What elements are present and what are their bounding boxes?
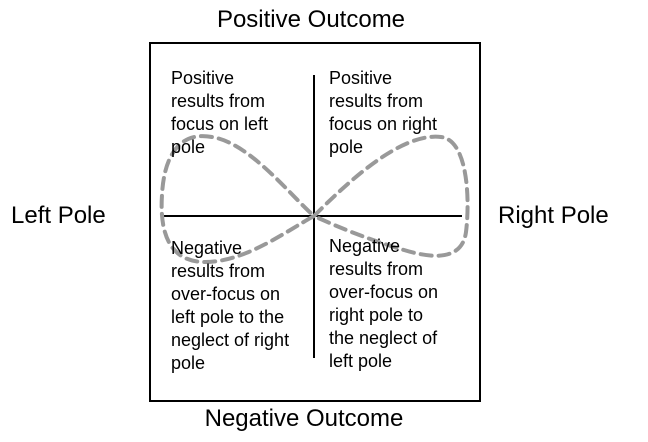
polarity-map-box [149,42,481,402]
right-axis-label: Right Pole [498,202,609,229]
left-axis-label: Left Pole [11,202,106,229]
quadrant-top-right-text: Positive results from focus on right pol… [329,68,438,157]
infinity-loop [159,134,470,265]
quadrant-bottom-right-text: Negative results from over-focus on righ… [329,236,439,371]
quadrant-top-left-text: Positive results from focus on left pole [171,68,269,157]
quadrant-bottom-left-text: Negative results from over-focus on left… [171,238,290,373]
bottom-axis-label: Negative Outcome [204,405,404,432]
top-axis-label: Positive Outcome [216,6,406,33]
